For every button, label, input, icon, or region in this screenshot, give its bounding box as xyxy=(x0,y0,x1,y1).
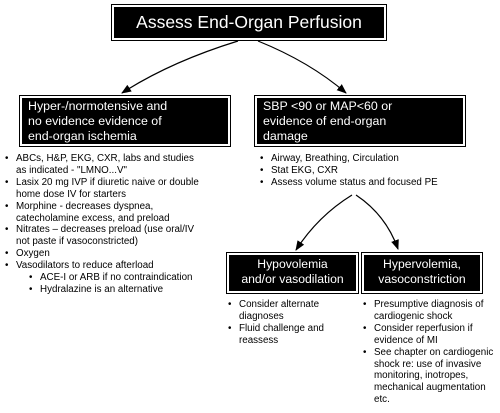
list-item-line: home dose IV for starters xyxy=(16,188,126,200)
left-header-line: no evidence evidence of xyxy=(28,114,162,128)
hypovolemia-box: Hypovolemia and/or vasodilation xyxy=(226,252,359,294)
list-item: Presumptive diagnosis of cardiogenic sho… xyxy=(362,299,496,323)
list-item: Airway, Breathing, Circulation xyxy=(259,153,489,165)
right-header-line: damage xyxy=(263,129,308,143)
sub-list-item-line: Hydralazine is an alternative xyxy=(40,283,164,295)
list-item-line: reassess xyxy=(239,334,279,346)
list-item-line: etc. xyxy=(374,394,390,406)
list-item-line: Oxygen xyxy=(16,248,50,260)
list-item: Morphine - decreases dyspnea, catecholam… xyxy=(4,201,236,225)
list-item: Fluid challenge and reassess xyxy=(227,323,357,347)
list-item-line: cardiogenic shock xyxy=(374,310,453,322)
right-header-line: evidence of end-organ xyxy=(263,114,387,128)
list-item: Assess volume status and focused PE xyxy=(259,177,489,189)
sub-list: ACE-I or ARB if no contraindication Hydr… xyxy=(16,272,236,296)
list-item-line: catecholamine excess, and preload xyxy=(16,212,170,224)
list-item-line: Stat EKG, CXR xyxy=(271,164,338,176)
hypovolemia-list: Consider alternate diagnoses Fluid chall… xyxy=(227,299,357,347)
list-item: ABCs, H&P, EKG, CXR, labs and studies as… xyxy=(4,153,236,177)
list-item: Oxygen xyxy=(4,248,236,260)
list-item-line: shock re: use of invasive xyxy=(374,358,482,370)
title-box: Assess End-Organ Perfusion xyxy=(111,4,387,41)
right-header-line: SBP <90 or MAP<60 or xyxy=(263,99,393,113)
list-item: Consider alternate diagnoses xyxy=(227,299,357,323)
right-branch-box: SBP <90 or MAP<60 or evidence of end-org… xyxy=(254,95,466,147)
list-item-line: Morphine - decreases dyspnea, xyxy=(16,200,154,212)
list-item: Consider reperfusion if evidence of MI xyxy=(362,323,496,347)
hypervolemia-header-line: vasoconstriction xyxy=(378,272,466,286)
list-item-line: diagnoses xyxy=(239,310,284,322)
list-item: Lasix 20 mg IVP if diuretic naive or dou… xyxy=(4,177,236,201)
list-item-line: Airway, Breathing, Circulation xyxy=(271,153,399,164)
right-branch-list: Airway, Breathing, Circulation Stat EKG,… xyxy=(259,153,489,189)
arrow-to-right-branch xyxy=(257,40,347,94)
title-text: Assess End-Organ Perfusion xyxy=(136,12,362,32)
arrow-to-hypovolemia xyxy=(295,194,353,251)
left-branch-list: ABCs, H&P, EKG, CXR, labs and studies as… xyxy=(4,153,236,296)
list-item: Nitrates – decreases preload (use oral/I… xyxy=(4,224,236,248)
list-item-line: evidence of MI xyxy=(374,334,438,346)
left-header-line: Hyper-/normotensive and xyxy=(28,99,168,113)
list-item-line: See chapter on cardiogenic xyxy=(374,346,494,358)
sub-list-item: ACE-I or ARB if no contraindication xyxy=(28,272,236,284)
list-item-line: mechanical augmentation xyxy=(374,382,486,394)
left-header-line: end-organ ischemia xyxy=(28,129,137,143)
list-item-line: Presumptive diagnosis of xyxy=(374,299,484,310)
list-item-line: Nitrates – decreases preload (use oral/I… xyxy=(16,224,195,236)
hypervolemia-header-line: Hypervolemia, xyxy=(383,257,461,271)
list-item-line: Fluid challenge and xyxy=(239,322,324,334)
list-item-line: as indicated - "LMNO...V" xyxy=(16,164,127,176)
list-item-line: Consider alternate xyxy=(239,299,320,310)
list-item-line: not paste if vasoconstricted) xyxy=(16,236,138,248)
hypovolemia-header-line: and/or vasodilation xyxy=(241,272,344,286)
list-item-line: Lasix 20 mg IVP if diuretic naive or dou… xyxy=(16,176,199,188)
sub-list-item-line: ACE-I or ARB if no contraindication xyxy=(40,272,193,284)
list-item-line: monitoring, inotropes, xyxy=(374,370,469,382)
arrow-to-hypervolemia xyxy=(355,194,399,250)
hypovolemia-header-line: Hypovolemia xyxy=(257,257,328,271)
hypervolemia-list: Presumptive diagnosis of cardiogenic sho… xyxy=(362,299,496,406)
list-item: Stat EKG, CXR xyxy=(259,165,489,177)
list-item-line: Consider reperfusion if xyxy=(374,322,473,334)
list-item: See chapter on cardiogenic shock re: use… xyxy=(362,347,496,407)
list-item-line: Assess volume status and focused PE xyxy=(271,176,438,188)
list-item-line: ABCs, H&P, EKG, CXR, labs and studies xyxy=(16,153,194,164)
sub-list-item: Hydralazine is an alternative xyxy=(28,284,236,296)
hypervolemia-box: Hypervolemia, vasoconstriction xyxy=(361,252,483,294)
list-item-line: Vasodilators to reduce afterload xyxy=(16,260,154,272)
arrow-to-left-branch xyxy=(121,40,239,94)
left-branch-box: Hyper-/normotensive and no evidence evid… xyxy=(19,95,231,147)
list-item: Vasodilators to reduce afterload ACE-I o… xyxy=(4,260,236,296)
